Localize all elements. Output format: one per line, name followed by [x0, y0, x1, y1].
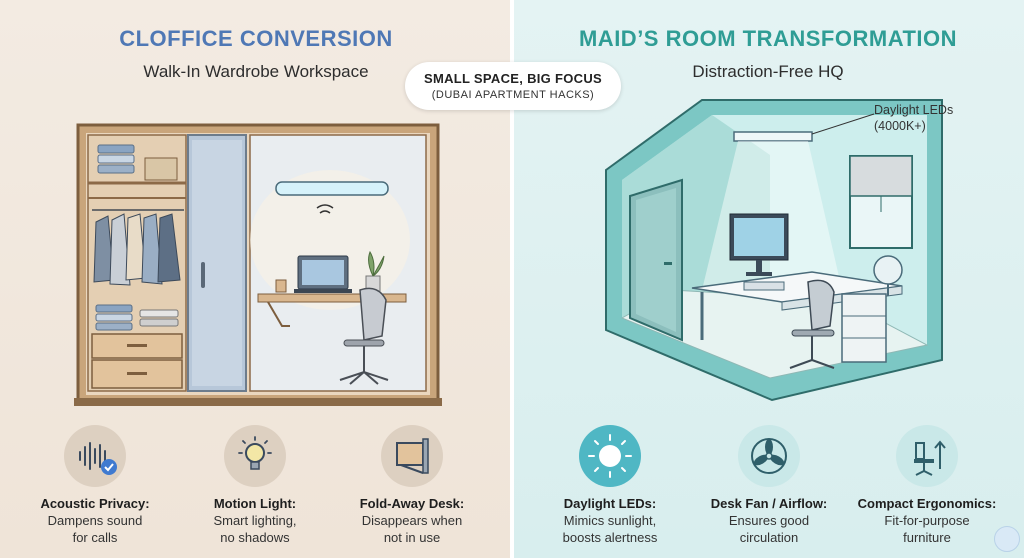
feature-motion-light: Motion Light: Smart lighting, no shadows — [180, 425, 330, 545]
feature-desc-line1: Fit-for-purpose — [884, 513, 970, 528]
feature-desc-line1: Mimics sunlight, — [563, 513, 657, 528]
feature-desc-line1: Smart lighting, — [213, 513, 297, 528]
sun-icon — [579, 425, 641, 487]
badge-subheading: (DUBAI APARTMENT HACKS) — [431, 89, 595, 101]
callout-line1: Daylight LEDs — [874, 103, 954, 117]
feature-fold-away-desk: Fold-Away Desk: Disappears when not in u… — [337, 425, 487, 545]
feature-desc-line2: boosts alertness — [562, 530, 658, 545]
wardrobe-illustration — [74, 123, 442, 406]
feature-title: Compact Ergonomics: — [857, 496, 997, 511]
feature-title: Motion Light: — [213, 496, 297, 511]
feature-compact-ergonomics: Compact Ergonomics: Fit-for-purpose furn… — [852, 425, 1002, 545]
cloffice-subtitle: Walk-In Wardrobe Workspace — [143, 62, 369, 81]
daylight-leds-callout: Daylight LEDs (4000K+) — [874, 102, 953, 134]
maids-room-panel: MAID’S ROOM TRANSFORMATION Distraction-F… — [512, 0, 1024, 558]
center-badge: SMALL SPACE, BIG FOCUS (DUBAI APARTMENT … — [405, 62, 621, 110]
brand-logo-icon — [994, 526, 1020, 552]
soundwave-check-icon — [64, 425, 126, 487]
feature-desc-line2: for calls — [72, 530, 118, 545]
feature-desc-line2: furniture — [903, 530, 951, 545]
feature-title: Acoustic Privacy: — [40, 496, 150, 511]
fold-desk-icon — [381, 425, 443, 487]
feature-desk-fan-airflow: Desk Fan / Airflow: Ensures good circula… — [694, 425, 844, 545]
feature-desc-line2: circulation — [739, 530, 799, 545]
feature-desc-line1: Disappears when — [361, 513, 463, 528]
feature-daylight-leds: Daylight LEDs: Mimics sunlight, boosts a… — [535, 425, 685, 545]
maids-room-illustration — [605, 99, 943, 402]
feature-title: Desk Fan / Airflow: — [710, 496, 828, 511]
fan-icon — [738, 425, 800, 487]
feature-desc-line1: Ensures good — [728, 513, 810, 528]
maids-room-title: MAID’S ROOM TRANSFORMATION — [578, 26, 957, 51]
lightbulb-icon — [224, 425, 286, 487]
badge-heading: SMALL SPACE, BIG FOCUS — [423, 71, 603, 86]
maids-room-subtitle: Distraction-Free HQ — [692, 62, 844, 81]
feature-desc-line1: Dampens sound — [47, 513, 143, 528]
feature-desc-line2: no shadows — [220, 530, 290, 545]
feature-title: Fold-Away Desk: — [359, 496, 465, 511]
feature-acoustic-privacy: Acoustic Privacy: Dampens sound for call… — [20, 425, 170, 545]
panel-divider — [510, 0, 514, 558]
callout-line2: (4000K+) — [874, 119, 926, 133]
feature-desc-line2: not in use — [383, 530, 441, 545]
feature-title: Daylight LEDs: — [563, 496, 657, 511]
cloffice-title: CLOFFICE CONVERSION — [119, 26, 393, 51]
chair-arrow-icon — [896, 425, 958, 487]
